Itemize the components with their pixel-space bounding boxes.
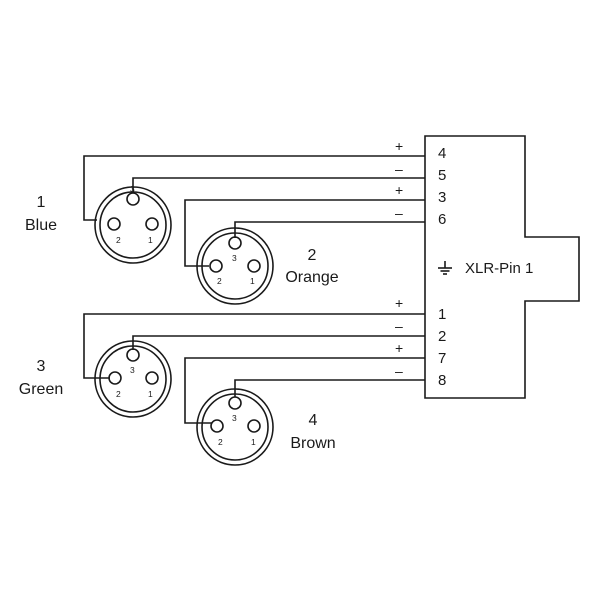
wire-brown-plus (184, 357, 425, 424)
pin-number: 2 (116, 389, 121, 399)
wire-blue-plus (83, 155, 425, 221)
connector-number: 3 (37, 358, 46, 375)
wire-orange-plus (184, 199, 425, 267)
pin-number: 1 (148, 235, 153, 245)
box-pin-label: 3 (438, 189, 446, 206)
box-pin-label: 5 (438, 167, 446, 184)
polarity-sign: + (395, 295, 403, 311)
connector-number: 1 (37, 194, 46, 211)
connector-number: 4 (309, 412, 318, 429)
wire-blue-minus (132, 177, 425, 192)
wire-brown-minus (234, 379, 425, 397)
pin-number: 1 (148, 389, 153, 399)
wire-green-plus (83, 313, 425, 379)
ground-icon (438, 261, 452, 275)
pin-number: 3 (130, 365, 135, 375)
box-pin-label: 2 (438, 328, 446, 345)
polarity-sign: – (395, 161, 403, 177)
xlr-connector-3: 3 2 1 (94, 340, 172, 418)
connector-color: Green (19, 381, 63, 398)
xlr-connector-4: 3 2 1 (196, 388, 274, 466)
ground-label: XLR-Pin 1 (465, 260, 533, 277)
polarity-sign: – (395, 318, 403, 334)
pin-number: 3 (232, 413, 237, 423)
pin-number: 2 (217, 276, 222, 286)
xlr-connector-2: 3 2 1 (196, 227, 274, 305)
polarity-sign: – (395, 363, 403, 379)
connector-color: Orange (285, 269, 338, 286)
box-pin-label: 7 (438, 350, 446, 367)
pin-number: 1 (251, 437, 256, 447)
pin-number: 2 (116, 235, 121, 245)
pin-number: 1 (250, 276, 255, 286)
connector-number: 2 (308, 247, 317, 264)
multipin-block (424, 135, 580, 399)
polarity-sign: + (395, 340, 403, 356)
pin-number: 2 (218, 437, 223, 447)
pin-number: 3 (130, 184, 135, 194)
polarity-sign: + (395, 182, 403, 198)
wire-green-minus (132, 335, 425, 350)
connector-color: Brown (290, 435, 335, 452)
box-pin-label: 8 (438, 372, 446, 389)
pin-number: 3 (232, 253, 237, 263)
polarity-sign: + (395, 138, 403, 154)
box-pin-label: 6 (438, 211, 446, 228)
box-pin-label: 1 (438, 306, 446, 323)
box-pin-label: 4 (438, 145, 446, 162)
xlr-connector-1: 3 2 1 (94, 184, 172, 264)
connector-color: Blue (25, 217, 57, 234)
wire-orange-minus (234, 221, 425, 238)
polarity-sign: – (395, 205, 403, 221)
